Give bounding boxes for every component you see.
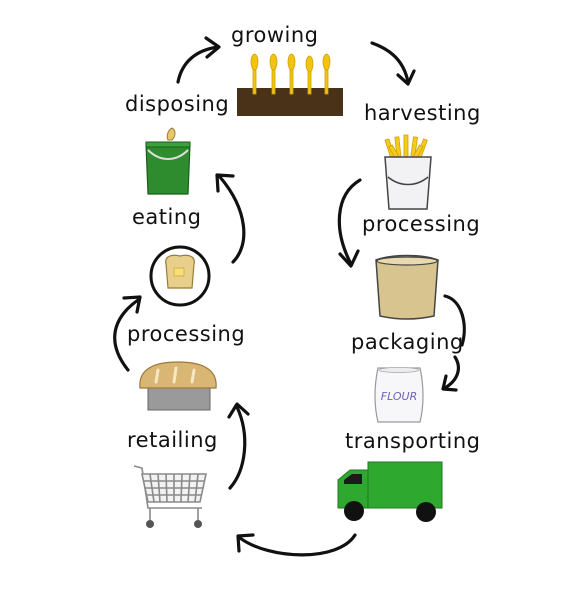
delivery-truck-icon <box>337 461 443 522</box>
arrow-growing-to-harvesting <box>370 41 416 86</box>
arrow-transporting-to-retailing <box>236 533 357 557</box>
arrow-processing-to-packaging <box>443 294 466 347</box>
arrow-harvesting-to-processing <box>337 178 362 268</box>
stage-label-harvesting: harvesting <box>364 101 481 125</box>
arrow-disposing-to-growing <box>176 36 221 84</box>
flour-bag-icon: FLOUR <box>374 367 424 423</box>
toast-plate-icon <box>149 245 211 307</box>
stage-label-disposing: disposing <box>125 92 230 116</box>
grain-sack-icon <box>375 254 439 320</box>
shopping-cart-icon <box>133 465 207 528</box>
bread-loaf-icon <box>139 361 217 411</box>
arrow-retailing-to-processing <box>227 402 250 490</box>
stage-label-transporting: transporting <box>345 429 481 453</box>
compost-bin-icon <box>145 127 191 195</box>
stage-label-processing-1: processing <box>362 212 481 236</box>
stage-label-retailing: retailing <box>127 428 218 452</box>
wheat-bucket-icon <box>384 134 432 210</box>
stage-label-packaging: packaging <box>351 330 464 354</box>
arrow-processing-to-processing <box>113 295 142 372</box>
wheat-field-icon <box>237 53 343 116</box>
arrow-packaging-to-transporting <box>441 355 460 392</box>
stage-label-eating: eating <box>132 205 202 229</box>
stage-label-processing-2: processing <box>127 322 246 346</box>
arrow-processing-to-eating <box>215 173 246 264</box>
stage-label-growing: growing <box>231 23 319 47</box>
flour-bag-label: FLOUR <box>381 390 417 403</box>
